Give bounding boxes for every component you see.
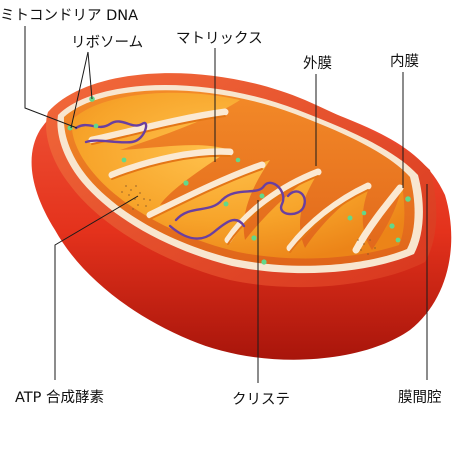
- label-outer-membrane: 外膜: [303, 55, 332, 72]
- mitochondrial-dna: [74, 120, 306, 240]
- label-ribosome: リボソーム: [71, 34, 143, 51]
- label-atp-synthase: ATP 合成酵素: [15, 389, 104, 406]
- leader-ribosome-2: [70, 51, 89, 129]
- label-intermembrane-space: 膜間腔: [398, 389, 442, 406]
- label-matrix: マトリックス: [176, 30, 263, 47]
- cristae-folds: [88, 108, 404, 254]
- label-mito-dna: ミトコンドリア DNA: [0, 8, 138, 24]
- label-inner-membrane: 内膜: [390, 53, 419, 70]
- leader-mito-dna: [24, 26, 78, 129]
- ribosomes: [67, 96, 411, 265]
- atp-synthase-particles: [121, 185, 376, 255]
- leader-atp-synthase: [54, 195, 139, 380]
- label-cristae: クリステ: [232, 391, 290, 408]
- leader-ribosome-1: [87, 51, 93, 100]
